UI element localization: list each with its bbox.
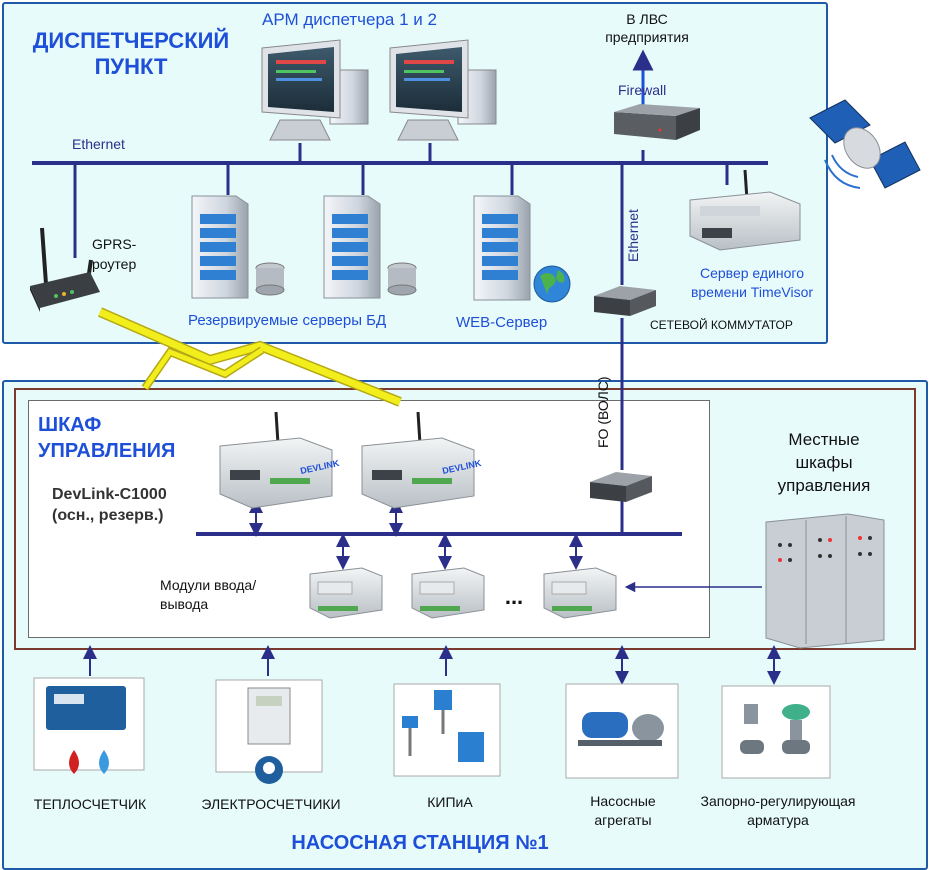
io-module-3-icon [543, 567, 617, 619]
pump-icon [565, 683, 679, 779]
controller-label-line1: DevLink-C1000 [52, 486, 167, 503]
time-server-label-line2: времени TimeVisor [690, 284, 814, 300]
heat-meter-icon [33, 677, 145, 774]
time-server-icon [689, 169, 801, 251]
workstation-1-icon [261, 39, 369, 141]
electric-meter-label: ЭЛЕКТРОСЧЕТЧИКИ [201, 796, 341, 812]
ethernet-label: Ethernet [72, 136, 125, 152]
local-cabinets-label-line3: управления [777, 476, 871, 495]
local-cabinets-icon [765, 513, 885, 649]
heat-meter-label: ТЕПЛОСЧЕТЧИК [33, 796, 147, 812]
cabinet-title-line1: ШКАФ [38, 414, 102, 436]
ethernet-bus [32, 49, 768, 470]
lan-label-line2: предприятия [605, 29, 689, 45]
network-switch-top-icon [594, 286, 656, 316]
io-modules-label-line1: Модули ввода/ [160, 577, 257, 593]
instrumentation-label: КИПиА [427, 794, 473, 810]
firewall-icon [614, 104, 700, 140]
wireless-link [98, 307, 402, 407]
cabinet-title: ШКАФ УПРАВЛЕНИЯ [38, 412, 175, 464]
local-cabinets-label-line1: Местные [788, 430, 860, 449]
pump-label-line2: агрегаты [594, 812, 652, 828]
devlink-controller-reserve-icon [361, 411, 475, 509]
instrumentation-icon [393, 683, 501, 777]
db-server-1-icon [191, 195, 285, 299]
valve-icon [721, 685, 831, 779]
devlink-controller-main-icon [219, 411, 333, 509]
io-module-1-icon [309, 567, 383, 619]
workstations-label: АРМ диспетчера 1 и 2 [262, 10, 437, 29]
db-server-2-icon [323, 195, 417, 299]
local-cabinets-label-line2: шкафы [795, 453, 853, 472]
controller-label-line2: (осн., резерв.) [52, 507, 164, 524]
ethernet-vertical-label: Ethernet [625, 209, 641, 262]
cabinet-title-line2: УПРАВЛЕНИЯ [38, 440, 176, 462]
web-server-icon [473, 195, 571, 303]
valve-label-line2: арматура [747, 812, 809, 828]
pump-label-line1: Насосные [590, 793, 656, 809]
local-cabinets-label: Местные шкафы управления [754, 428, 894, 497]
firewall-label: Firewall [618, 82, 667, 98]
gprs-label: GPRS- роутер [92, 234, 136, 274]
lan-label: В ЛВС предприятия [592, 10, 702, 46]
control-room-title-line2: ПУНКТ [94, 54, 168, 79]
valve-label-line1: Запорно-регулирующая [700, 793, 856, 809]
db-servers-label: Резервируемые серверы БД [188, 312, 387, 329]
electric-meter-icon [215, 679, 323, 784]
network-switch-cabinet-icon [590, 472, 652, 502]
web-server-label: WEB-Сервер [456, 314, 548, 331]
io-ellipsis: ... [505, 584, 523, 609]
cabinet-bus [196, 499, 762, 593]
valve-label: Запорно-регулирующая арматура [680, 792, 876, 830]
io-module-2-icon [411, 567, 485, 619]
station-title: НАСОСНАЯ СТАНЦИЯ №1 [291, 832, 549, 854]
gprs-label-line1: GPRS- [92, 236, 137, 252]
control-room-title-line1: ДИСПЕТЧЕРСКИЙ [32, 28, 230, 53]
time-server-label: Сервер единого времени TimeVisor [672, 264, 832, 302]
field-arrows [83, 645, 781, 685]
io-modules-label: Модули ввода/ вывода [160, 576, 256, 614]
switch-label: СЕТЕВОЙ КОММУТАТОР [650, 318, 793, 332]
workstation-2-icon [389, 39, 497, 141]
station-equipment-frame [14, 388, 916, 650]
gprs-router-icon [30, 227, 100, 312]
control-room-title: ДИСПЕТЧЕРСКИЙ ПУНКТ [20, 28, 242, 80]
gprs-label-line2: роутер [92, 256, 137, 272]
time-server-label-line1: Сервер единого [700, 265, 804, 281]
io-modules-label-line2: вывода [160, 596, 209, 612]
lan-label-line1: В ЛВС [626, 11, 668, 27]
controller-label: DevLink-C1000 (осн., резерв.) [52, 484, 167, 526]
pump-label: Насосные агрегаты [568, 792, 678, 830]
satellite-icon [809, 99, 921, 189]
fo-label: FO (ВОЛС) [595, 376, 611, 448]
